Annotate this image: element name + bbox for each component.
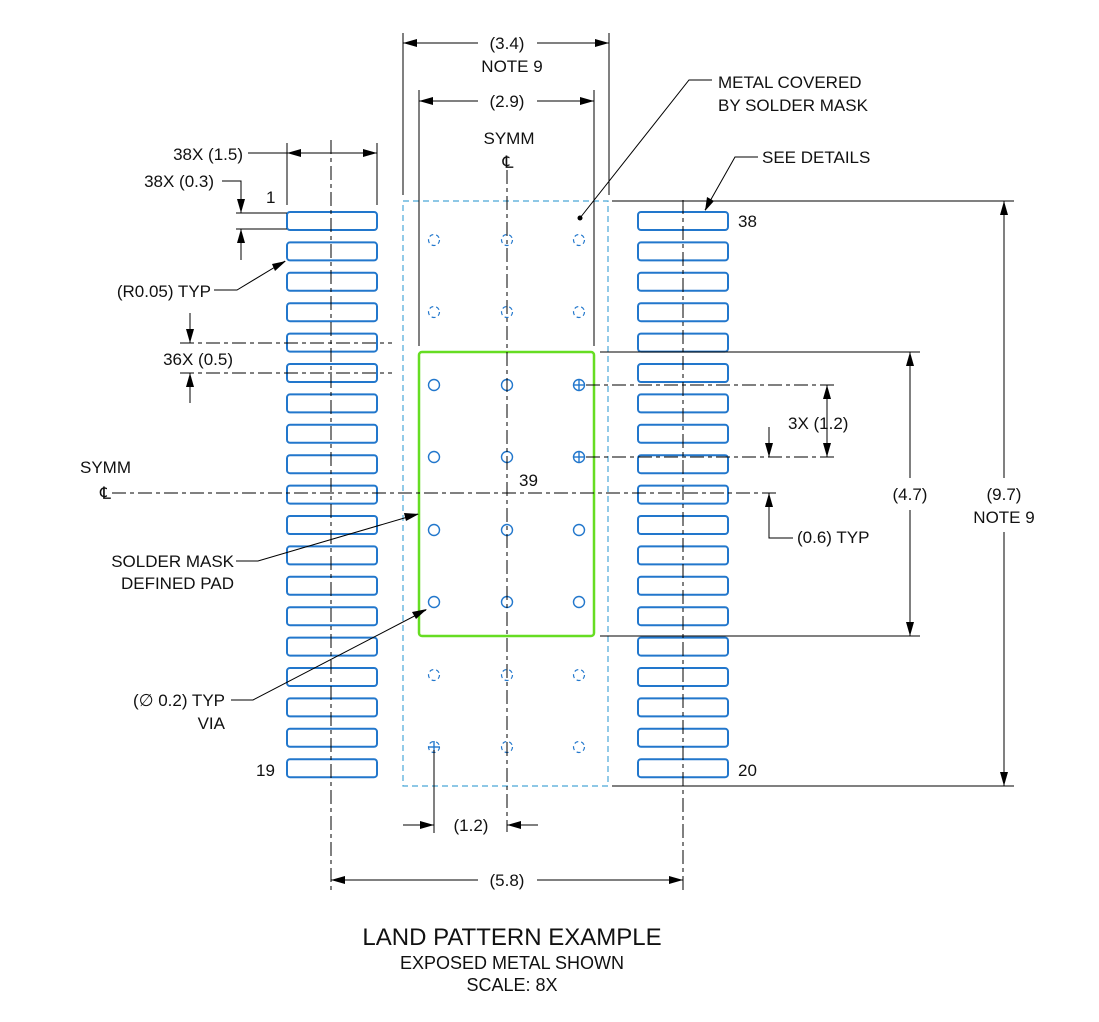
pad: [286, 241, 378, 262]
pin1-label: 1: [266, 188, 275, 207]
dim-via-offset: (0.6) TYP: [765, 493, 869, 547]
solder-mask-callout: SOLDER MASK DEFINED PAD: [111, 513, 419, 593]
via: [572, 740, 586, 754]
via: [572, 305, 586, 319]
dim-pad-length: 38X (1.5): [173, 143, 378, 205]
see-details-label: SEE DETAILS: [762, 148, 870, 167]
via-label-1: (∅ 0.2) TYP: [133, 691, 225, 710]
pad: [286, 697, 378, 718]
dim-3-4-value: (3.4): [490, 34, 525, 53]
dim-smdp-height-value: (4.7): [893, 485, 928, 504]
via: [500, 233, 514, 247]
corner-radius-callout: (R0.05) TYP: [117, 260, 286, 301]
title-line-3: SCALE: 8X: [466, 975, 557, 995]
dim-via-pitch-h-value: (1.2): [454, 816, 489, 835]
via: [427, 378, 441, 392]
dim-pad-width: 38X (0.3) 1: [144, 172, 287, 260]
pin-19-label: 19: [256, 761, 275, 780]
via: [427, 450, 441, 464]
dim-pad-width-value: 38X (0.3): [144, 172, 214, 191]
pad: [286, 271, 378, 292]
pin-20-label: 20: [738, 761, 757, 780]
via: [427, 668, 441, 682]
metal-covered-callout: METAL COVERED BY SOLDER MASK: [577, 73, 869, 221]
via: [427, 233, 441, 247]
dim-3-4: (3.4) NOTE 9: [402, 33, 610, 195]
left-pad-row: [286, 211, 378, 779]
see-details-callout: SEE DETAILS: [704, 148, 870, 211]
dim-via-pitch-v: 3X (1.2): [586, 384, 848, 458]
pad: [286, 302, 378, 323]
dim-pad-length-value: 38X (1.5): [173, 145, 243, 164]
pad: [286, 211, 378, 231]
pad: [286, 515, 378, 535]
dim-via-pitch-v-value: 3X (1.2): [788, 414, 848, 433]
via-callout: (∅ 0.2) TYP VIA: [133, 609, 427, 733]
symm-left-label: SYMM: [80, 458, 131, 477]
pad: [286, 575, 378, 596]
via: [427, 305, 441, 319]
via: [572, 668, 586, 682]
dim-2-9: (2.9): [418, 90, 595, 346]
via: [500, 668, 514, 682]
dim-row-span: (5.8): [331, 871, 683, 890]
pad: [286, 606, 378, 627]
via: [572, 595, 586, 609]
solder-mask-label-2: DEFINED PAD: [121, 574, 234, 593]
pad: [286, 636, 378, 657]
dim-smdp-height: (4.7): [600, 351, 928, 637]
dim-via-offset-value: (0.6) TYP: [797, 528, 869, 547]
solder-mask-label-1: SOLDER MASK: [111, 552, 234, 571]
dim-overall-height-value: (9.7): [987, 485, 1022, 504]
pin-38-label: 38: [738, 212, 757, 231]
pad: [286, 423, 378, 444]
via: [427, 595, 441, 609]
dim-pitch-value: 36X (0.5): [163, 350, 233, 369]
metal-covered-label-2: BY SOLDER MASK: [718, 96, 869, 115]
title-line-2: EXPOSED METAL SHOWN: [400, 953, 624, 973]
pad: [286, 727, 378, 748]
pad: [286, 758, 378, 779]
pad: [286, 454, 378, 475]
dim-overall-height-note: NOTE 9: [973, 508, 1034, 527]
metal-covered-region: [402, 200, 609, 787]
dim-via-pitch-h: (1.2): [403, 750, 538, 835]
title-line-1: LAND PATTERN EXAMPLE: [362, 924, 661, 951]
via: [500, 305, 514, 319]
pad: [286, 667, 378, 687]
symm-top-label: SYMM: [484, 129, 535, 148]
pad: [286, 393, 378, 414]
pad: [286, 484, 378, 505]
dim-3-4-note: NOTE 9: [481, 57, 542, 76]
pad-39-label: 39: [519, 471, 538, 490]
metal-covered-label-1: METAL COVERED: [718, 73, 862, 92]
dim-row-span-value: (5.8): [490, 871, 525, 890]
via: [427, 523, 441, 537]
pad: [286, 545, 378, 566]
dim-2-9-value: (2.9): [490, 92, 525, 111]
via-label-2: VIA: [198, 714, 226, 733]
symm-top-centerline-icon: ℄: [502, 153, 514, 172]
dim-overall-height: (9.7) NOTE 9: [612, 200, 1035, 787]
via: [572, 233, 586, 247]
dim-pitch: 36X (0.5): [163, 313, 392, 403]
corner-radius-label: (R0.05) TYP: [117, 282, 211, 301]
symm-left-centerline-icon: ℄: [99, 484, 111, 503]
via: [572, 523, 586, 537]
